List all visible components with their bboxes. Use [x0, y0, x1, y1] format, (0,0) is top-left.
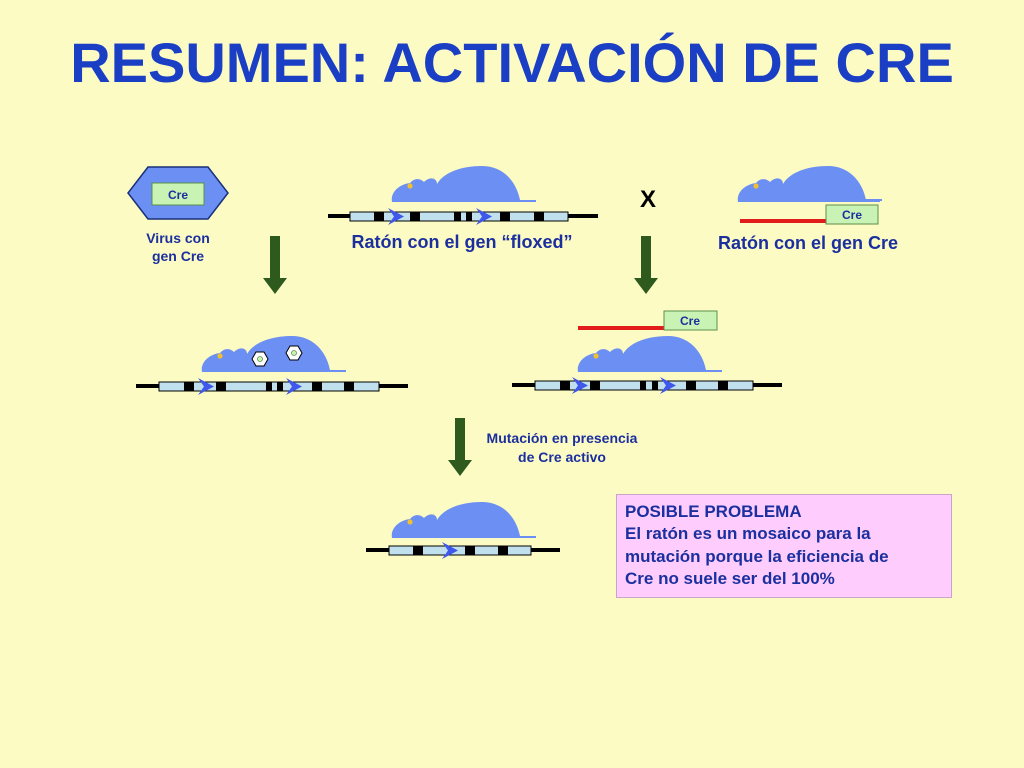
down-arrow-right [634, 236, 658, 294]
offspring-cre-transgene: Cre [578, 310, 718, 331]
problem-line-1: El ratón es un mosaico para la [625, 524, 871, 544]
loxp-arrow [198, 378, 214, 395]
loxp-arrow [442, 542, 458, 559]
loxp-arrow [388, 208, 404, 225]
infected-floxed-gene [136, 378, 408, 395]
loxp-arrow [476, 208, 492, 225]
floxed-gene [328, 208, 598, 225]
floxed-mouse-label: Ratón con el gen “floxed” [351, 232, 572, 252]
virus-label-line2: gen Cre [152, 248, 204, 264]
loxp-arrow [572, 377, 588, 394]
down-arrow-left [263, 236, 287, 294]
cre-mouse [737, 166, 882, 202]
virus-label-line1: Virus con [146, 230, 210, 246]
problem-line-2: mutación porque la eficiencia de [625, 546, 889, 566]
loxp-arrow [286, 378, 302, 395]
mutation-label-line2: de Cre activo [518, 449, 606, 465]
cross-symbol: X [640, 186, 656, 213]
mutation-label-line1: Mutación en presencia [487, 430, 638, 446]
mutant-gene [366, 542, 560, 559]
floxed-mouse [391, 166, 536, 202]
virus-particle: Cre [127, 166, 229, 220]
loxp-arrow [660, 377, 676, 394]
page-title: RESUMEN: ACTIVACIÓN DE CRE [70, 31, 954, 94]
cre-mouse-cre-tag: Cre [842, 208, 862, 222]
offspring-cre-tag: Cre [680, 314, 700, 328]
cre-transgene: Cre [740, 204, 879, 225]
infected-floxed-mouse [201, 336, 346, 372]
mutant-mouse [391, 502, 536, 538]
virus-cre-tag: Cre [168, 188, 188, 202]
offspring-mouse [577, 336, 722, 372]
problem-callout: POSIBLE PROBLEMA El ratón es un mosaico … [616, 494, 952, 598]
down-arrow-mutation [448, 418, 472, 476]
problem-line-3: Cre no suele ser del 100% [625, 569, 835, 589]
problem-heading: POSIBLE PROBLEMA [625, 502, 802, 521]
cre-mouse-label: Ratón con el gen Cre [718, 233, 898, 253]
offspring-floxed-gene [512, 377, 782, 394]
